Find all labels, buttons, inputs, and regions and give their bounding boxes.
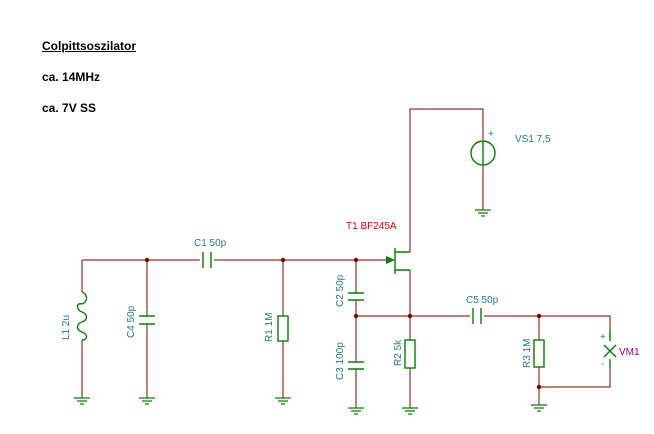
capacitor-c2: C2 50p	[335, 274, 364, 307]
junction-dot	[536, 384, 542, 390]
vm1-minus-sign: -	[601, 359, 604, 370]
resistor-r2: R2 5k	[393, 339, 416, 369]
r1-label: R1 1M	[264, 313, 275, 342]
voltage-source-vs1: + VS1 7,5	[470, 129, 551, 166]
c3-label: C3 100p	[335, 342, 346, 380]
ground-symbol	[74, 397, 90, 405]
diagram-title: Colpittsoszilator	[42, 39, 137, 53]
ground-symbol	[275, 397, 291, 405]
vs1-plus-sign: +	[488, 129, 494, 140]
capacitor-c5: C5 50p	[466, 295, 499, 324]
resistor-r1: R1 1M	[264, 313, 289, 342]
l1-label: L1 2u	[61, 315, 72, 340]
capacitor-c4: C4 50p	[126, 305, 155, 338]
frequency-note: ca. 14MHz	[42, 70, 101, 84]
vm1-plus-sign: +	[600, 332, 606, 343]
gate-arrow	[386, 256, 395, 264]
jfet-t1: T1 BF245A	[346, 221, 410, 274]
vs1-label: VS1 7,5	[515, 134, 551, 145]
c1-label: C1 50p	[194, 238, 227, 249]
c5-label: C5 50p	[466, 295, 499, 306]
capacitor-c3: C3 100p	[335, 342, 364, 380]
junction-dots	[144, 257, 542, 390]
ground-symbol	[402, 407, 418, 415]
ground-symbols	[74, 209, 547, 415]
voltage-note: ca. 7V SS	[42, 101, 97, 115]
junction-dot	[144, 257, 150, 263]
capacitor-c1: C1 50p	[194, 238, 227, 268]
ground-symbol	[348, 407, 364, 415]
r2-label: R2 5k	[393, 339, 404, 366]
inductor-l1: L1 2u	[61, 291, 88, 341]
junction-dot	[280, 257, 286, 263]
ground-symbol	[139, 397, 155, 405]
junction-dot	[353, 257, 359, 263]
ground-symbol	[531, 404, 547, 412]
c4-label: C4 50p	[126, 305, 137, 338]
junction-dot	[407, 313, 413, 319]
ground-symbol	[475, 209, 491, 217]
t1-label: T1 BF245A	[346, 221, 397, 232]
r3-label: R3 1M	[522, 339, 533, 368]
resistor-r3: R3 1M	[522, 339, 545, 368]
junction-dot	[536, 313, 542, 319]
voltmeter-vm1: + - VM1	[600, 330, 640, 370]
junction-dot	[353, 313, 359, 319]
c2-label: C2 50p	[335, 274, 346, 307]
vm1-label: VM1	[619, 347, 640, 358]
